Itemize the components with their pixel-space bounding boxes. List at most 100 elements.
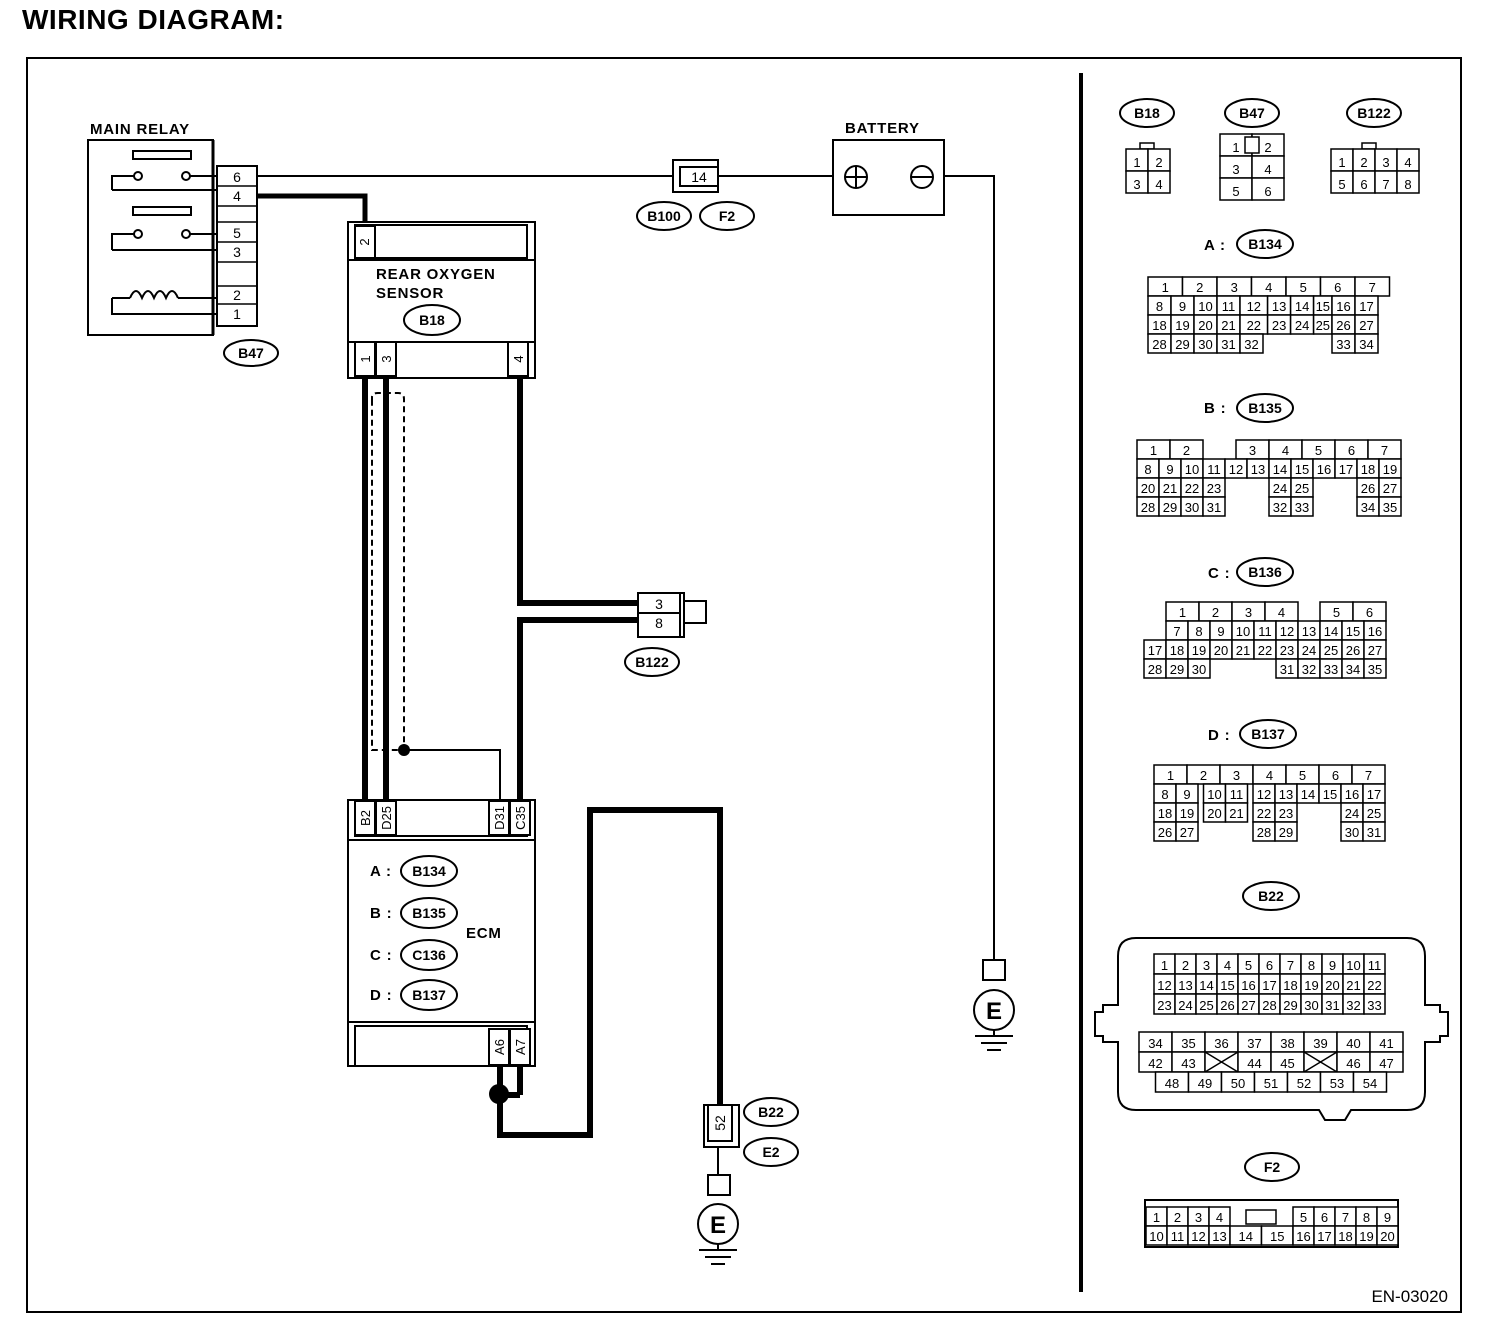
svg-text:ECM: ECM (466, 925, 502, 942)
connector-pin: 20 (1325, 978, 1339, 993)
svg-text:D25: D25 (379, 806, 394, 830)
connector-pin: 4 (1265, 280, 1272, 295)
connector-pin: 24 (1345, 806, 1359, 821)
connector-pin: 8 (1161, 787, 1168, 802)
connector-pin: 26 (1361, 481, 1375, 496)
svg-text:B137: B137 (412, 987, 446, 1003)
svg-text:14: 14 (691, 169, 707, 185)
relay-connector-id: B47 (238, 345, 264, 361)
connector-pin: 12 (1280, 624, 1294, 639)
connector-pin: 2 (1155, 155, 1162, 170)
connector-pin: 12 (1191, 1229, 1205, 1244)
connector-pin: 11 (1171, 1229, 1185, 1244)
connector-pin: 16 (1336, 299, 1350, 314)
connector-pin: 24 (1178, 998, 1192, 1013)
connector-pin: 30 (1345, 825, 1359, 840)
svg-text:B134: B134 (412, 863, 446, 879)
connector-pin: 28 (1152, 337, 1166, 352)
connector-pin: 16 (1296, 1229, 1310, 1244)
connector-pin: 51 (1264, 1076, 1278, 1091)
svg-text:B22: B22 (758, 1104, 784, 1120)
connector-pin: 3 (1195, 1210, 1202, 1225)
connector-pin: 25 (1316, 318, 1330, 333)
connector-pin: 7 (1369, 280, 1376, 295)
connector-pin: 40 (1346, 1036, 1360, 1051)
connector-pin: 29 (1175, 337, 1189, 352)
connector-pin: 19 (1304, 978, 1318, 993)
wire-battery-ground (945, 175, 995, 960)
connector-pin: 19 (1192, 643, 1206, 658)
connector-pin: 14 (1239, 1229, 1253, 1244)
connector-pin: 11 (1222, 299, 1236, 314)
connector-pin: 4 (1216, 1210, 1223, 1225)
connector-pin: 26 (1346, 643, 1360, 658)
connector-pin: 11 (1230, 787, 1244, 802)
svg-text:B :: B : (370, 905, 392, 922)
connector-pin: 22 (1367, 978, 1381, 993)
connector-pin: 14 (1273, 462, 1287, 477)
connector-pin: 6 (1266, 958, 1273, 973)
b47-view-label: B47 (1239, 105, 1265, 121)
battery: BATTERY (832, 120, 945, 216)
joint-connector: 3 8 B122 (624, 592, 707, 677)
svg-text:REAR OXYGEN: REAR OXYGEN (376, 266, 496, 283)
connector-pin: 34 (1361, 500, 1375, 515)
connector-pin: 14 (1295, 299, 1309, 314)
connector-pin: 33 (1367, 998, 1381, 1013)
connector-pin: 23 (1207, 481, 1221, 496)
wire-shield (371, 392, 405, 751)
b135-view-label: B135 (1248, 400, 1282, 416)
connector-pin: 13 (1178, 978, 1192, 993)
connector-pin: 7 (1365, 768, 1372, 783)
connector-pin: 35 (1181, 1036, 1195, 1051)
connector-pin: 13 (1251, 462, 1265, 477)
connector-pin: 46 (1346, 1056, 1360, 1071)
connector-pin: 2 (1264, 140, 1271, 155)
connector-pin: 11 (1207, 462, 1221, 477)
connector-pin: 30 (1192, 662, 1206, 677)
connector-pin: 54 (1363, 1076, 1377, 1091)
svg-text:3: 3 (655, 596, 663, 612)
connector-pin: 2 (1183, 443, 1190, 458)
connector-pin: 20 (1141, 481, 1155, 496)
connector-pin: 18 (1152, 318, 1166, 333)
connector-prefix: C : (1208, 565, 1230, 582)
diagram-frame (26, 57, 1462, 1313)
svg-text:D :: D : (370, 987, 392, 1004)
connector-pin: 4 (1155, 177, 1162, 192)
connector-pin: 9 (1166, 462, 1173, 477)
connector-pin: 6 (1264, 184, 1271, 199)
connector-pin: 33 (1324, 662, 1338, 677)
connector-pin: 39 (1313, 1036, 1327, 1051)
connector-pin: 44 (1247, 1056, 1261, 1071)
connector-pin: 18 (1283, 978, 1297, 993)
svg-text:C35: C35 (513, 806, 528, 830)
connector-pin: 8 (1308, 958, 1315, 973)
svg-text:C :: C : (370, 947, 392, 964)
connector-pin: 18 (1361, 462, 1375, 477)
f2-view-label: F2 (1264, 1159, 1281, 1175)
connector-pin: 17 (1339, 462, 1353, 477)
connector-pin: 14 (1324, 624, 1338, 639)
svg-text:BATTERY: BATTERY (845, 120, 920, 137)
connector-pin: 5 (1299, 768, 1306, 783)
connector-pin: 2 (1360, 155, 1367, 170)
connector-pin: 24 (1295, 318, 1309, 333)
connector-pin: 17 (1367, 787, 1381, 802)
connector-pin: 28 (1257, 825, 1271, 840)
connector-pin: 8 (1156, 299, 1163, 314)
connector-pin: 15 (1323, 787, 1337, 802)
connector-pin: 11 (1368, 958, 1382, 973)
connector-pin: 22 (1257, 806, 1271, 821)
connector-pin: 2 (1182, 958, 1189, 973)
connector-pin: 27 (1368, 643, 1382, 658)
main-relay-label: MAIN RELAY (90, 121, 190, 138)
connector-prefix: A : (1204, 237, 1226, 254)
connector-pin: 25 (1199, 998, 1213, 1013)
connector-pin: 4 (1264, 162, 1271, 177)
connector-pin: 52 (1297, 1076, 1311, 1091)
connector-pin: 5 (1315, 443, 1322, 458)
